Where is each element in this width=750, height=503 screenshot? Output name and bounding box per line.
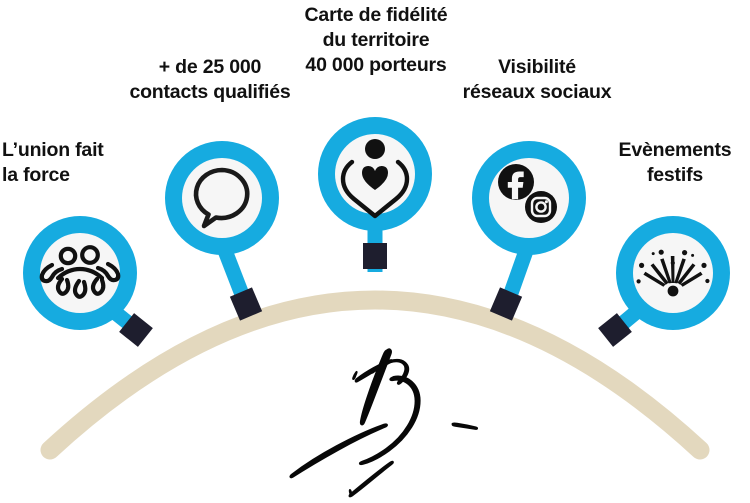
node-events-connector [598, 313, 632, 347]
node-events-label: Evènements festifs [618, 139, 732, 186]
node-social-hit[interactable] [472, 141, 586, 255]
node-contacts-marker[interactable] [165, 141, 279, 321]
node-events-marker[interactable] [598, 216, 730, 347]
person-heart-icon [340, 139, 410, 219]
node-union-connector [119, 313, 153, 347]
b-brush-signature-logo [289, 348, 479, 498]
node-union-label: L’union fait la force [2, 139, 104, 186]
node-union-hit[interactable] [23, 216, 137, 330]
node-loyalty-card-hit[interactable] [318, 117, 432, 231]
node-contacts-hit[interactable] [165, 141, 279, 255]
beige-arc [40, 290, 710, 460]
instagram-icon [525, 191, 557, 223]
node-contacts-connector [229, 287, 263, 321]
node-loyalty-card-label: Carte de fidélité du territoire 40 000 p… [304, 4, 448, 76]
node-social-connector [489, 287, 523, 321]
node-loyalty-card-connector [363, 243, 387, 269]
people-group-icon [39, 245, 121, 299]
facebook-icon [498, 164, 534, 200]
node-social-marker[interactable] [472, 141, 586, 321]
node-social-label: Visibilité réseaux sociaux [462, 56, 612, 103]
node-loyalty-card-marker[interactable] [318, 117, 432, 272]
speech-bubble-icon [193, 167, 250, 229]
node-union-marker[interactable] [23, 216, 153, 347]
node-contacts-label: + de 25 000 contacts qualifiés [129, 56, 291, 103]
firework-icon [636, 249, 710, 297]
node-events-hit[interactable] [616, 216, 730, 330]
